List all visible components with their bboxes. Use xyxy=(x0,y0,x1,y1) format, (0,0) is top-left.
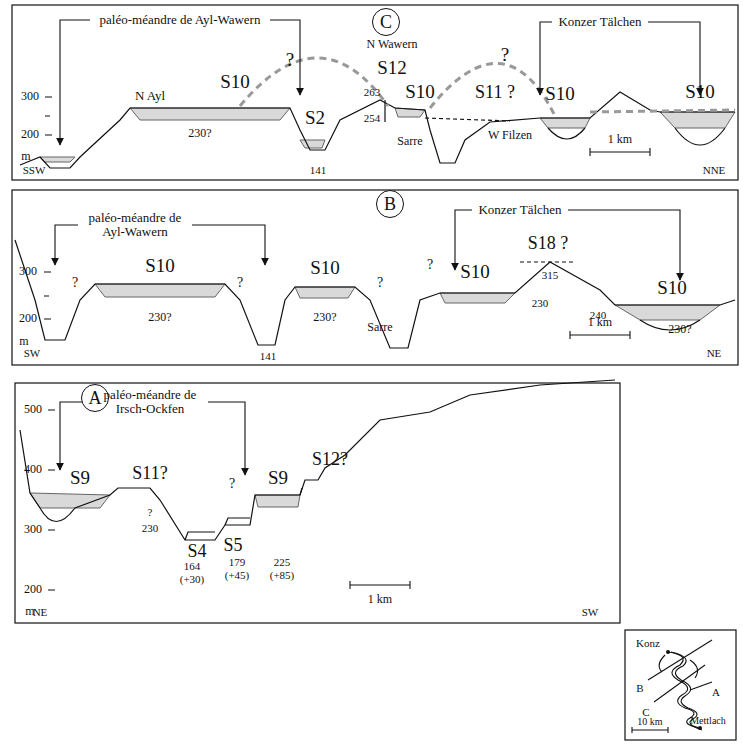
panel-letter-circle: B xyxy=(376,190,404,218)
section-label: ? xyxy=(72,275,78,290)
section-label: S11? xyxy=(132,464,167,484)
section-label: 1 km xyxy=(608,133,632,146)
section-label: Konzer Tälchen xyxy=(478,203,561,217)
section-label: ? xyxy=(501,45,509,66)
section-label: paléo-méandre de Ayl-Wawern xyxy=(85,211,185,240)
section-label: 230? xyxy=(148,311,171,324)
section-label: 300 xyxy=(19,265,37,278)
section-label: ? xyxy=(377,275,383,290)
section-label: W Filzen xyxy=(488,129,532,142)
section-label: 1 km xyxy=(368,593,392,606)
section-label: paléo-méandre de Ayl-Wawern xyxy=(100,13,261,27)
section-label: S9 xyxy=(268,468,288,489)
section-label: 240 xyxy=(590,309,607,321)
section-label: SW xyxy=(24,347,41,359)
section-label: S5 xyxy=(223,536,242,556)
section-label: S10 xyxy=(460,262,490,283)
section-label: B xyxy=(636,682,643,694)
section-label: 179 xyxy=(229,556,246,568)
section-label: S10 xyxy=(145,256,175,277)
section-label: S10 xyxy=(310,258,340,279)
section-label: ? xyxy=(148,506,153,518)
section-label: ? xyxy=(427,257,433,272)
section-label: (+30) xyxy=(180,573,205,585)
section-label: 200 xyxy=(24,583,42,596)
section-label: S12 xyxy=(377,58,407,79)
section-label: S12? xyxy=(312,450,348,470)
section-label: ? xyxy=(286,50,294,71)
section-label: 230? xyxy=(668,323,691,336)
panel-letter: B xyxy=(384,195,396,213)
panel-letter: C xyxy=(380,13,392,31)
section-label: 254 xyxy=(364,112,381,124)
section-label: Konzer Tälchen xyxy=(558,15,641,29)
panel-letter-circle: C xyxy=(372,8,400,36)
section-label: S4 xyxy=(187,542,206,562)
section-label: S9 xyxy=(70,468,90,489)
panel-letter: A xyxy=(89,389,102,407)
section-label: S10 xyxy=(545,84,575,105)
section-label: S10 xyxy=(657,278,687,299)
section-label: N Wawern xyxy=(366,38,417,51)
section-label: Mettlach xyxy=(690,715,726,726)
section-label: 225 xyxy=(274,556,291,568)
section-label: ? xyxy=(237,275,243,290)
section-label: 300 xyxy=(21,90,39,103)
section-label: Sarre xyxy=(367,321,392,334)
section-label: 200 xyxy=(19,312,37,325)
section-label: Sarre xyxy=(397,135,422,148)
section-label: 300 xyxy=(24,523,42,536)
section-label: SW xyxy=(582,606,599,618)
section-label: S18 ? xyxy=(528,234,569,254)
section-label: 200 xyxy=(21,128,39,141)
section-label: 230? xyxy=(313,311,336,324)
section-label: 230 xyxy=(142,522,159,534)
section-label: 230 xyxy=(532,297,549,309)
section-label: (+45) xyxy=(225,569,250,581)
section-label: NNE xyxy=(703,164,726,176)
section-label: N Ayl xyxy=(135,89,165,103)
section-label: S10 xyxy=(405,82,435,103)
section-label: S10 xyxy=(685,82,715,103)
section-label: 141 xyxy=(260,350,277,362)
section-label: m xyxy=(21,150,30,163)
section-label: 263 xyxy=(364,86,381,98)
section-label: 315 xyxy=(542,269,559,281)
section-label: S11 ? xyxy=(475,83,515,103)
section-label: 500 xyxy=(24,403,42,416)
section-label: 141 xyxy=(310,164,327,176)
section-label: ? xyxy=(229,476,235,491)
section-label: SSW xyxy=(23,164,46,176)
section-label: NE xyxy=(707,347,722,359)
section-label: (+85) xyxy=(270,569,295,581)
section-label: 400 xyxy=(24,463,42,476)
section-label: NE xyxy=(33,606,48,618)
section-label: 164 xyxy=(184,560,201,572)
section-label: S10 xyxy=(220,72,250,93)
section-label: paléo-méandre de Irsch-Ockfen xyxy=(100,388,200,417)
section-label: A xyxy=(712,686,720,698)
section-label: S2 xyxy=(305,108,325,129)
section-label: m xyxy=(19,335,28,348)
section-label: 10 km xyxy=(637,716,662,727)
section-label: 230? xyxy=(188,127,211,140)
section-label: Konz xyxy=(636,637,660,649)
